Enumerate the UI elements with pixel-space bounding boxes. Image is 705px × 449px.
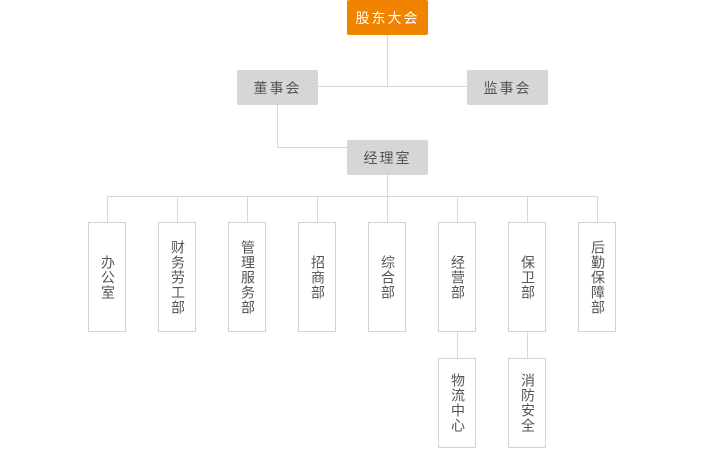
connector-manager-down <box>387 175 388 197</box>
connector-dept-2 <box>177 196 178 222</box>
connector-to-manager <box>277 147 348 148</box>
node-dept-3: 管理服务部 <box>228 222 266 332</box>
node-supervisory-board: 监事会 <box>467 70 548 105</box>
node-dept-6: 经营部 <box>438 222 476 332</box>
connector-dept-bus <box>107 196 598 197</box>
node-sub-fire-safety: 消防安全 <box>508 358 546 448</box>
node-board: 董事会 <box>237 70 318 105</box>
connector-sub-1 <box>457 332 458 358</box>
node-dept-4: 招商部 <box>298 222 336 332</box>
connector-dept-1 <box>107 196 108 222</box>
node-shareholders-meeting: 股东大会 <box>347 0 428 35</box>
connector-top-down <box>387 35 388 87</box>
connector-dept-6 <box>457 196 458 222</box>
node-sub-logistics: 物流中心 <box>438 358 476 448</box>
connector-dept-3 <box>247 196 248 222</box>
node-dept-8: 后勤保障部 <box>578 222 616 332</box>
connector-dept-7 <box>527 196 528 222</box>
node-dept-1: 办公室 <box>88 222 126 332</box>
connector-board-supervisory <box>317 86 467 87</box>
node-dept-2: 财务劳工部 <box>158 222 196 332</box>
connector-sub-2 <box>527 332 528 358</box>
connector-dept-4 <box>317 196 318 222</box>
connector-dept-5 <box>387 196 388 222</box>
node-manager-office: 经理室 <box>347 140 428 175</box>
connector-dept-8 <box>597 196 598 222</box>
connector-board-down <box>277 105 278 148</box>
node-dept-5: 综合部 <box>368 222 406 332</box>
node-dept-7: 保卫部 <box>508 222 546 332</box>
